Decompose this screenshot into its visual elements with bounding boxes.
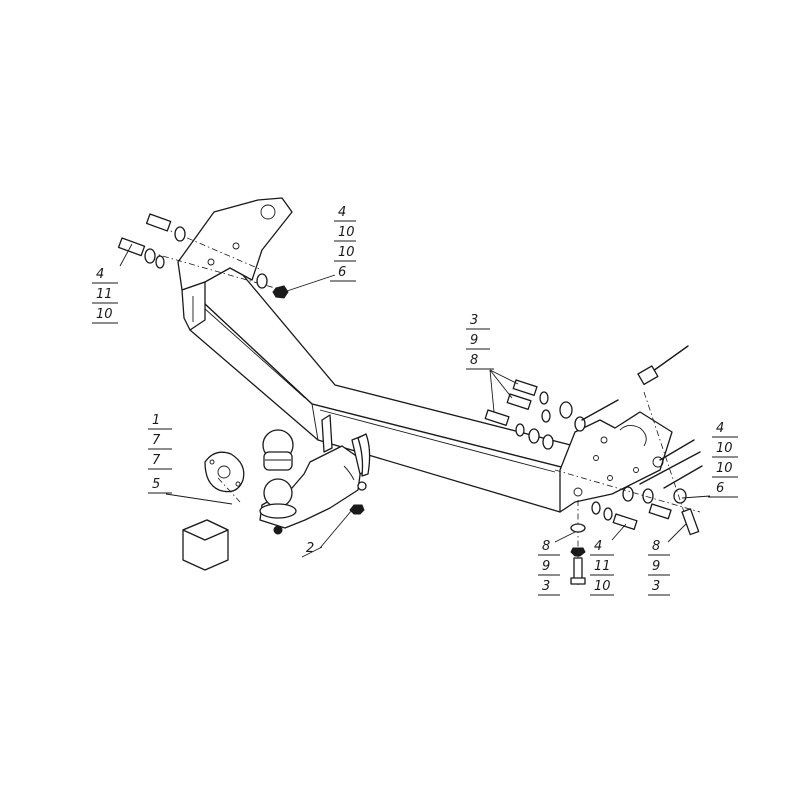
callout-bottom-left: 8 9 3 — [538, 539, 560, 596]
svg-text:7: 7 — [152, 433, 161, 448]
svg-text:5: 5 — [152, 477, 160, 492]
callout-bottom-right: 8 9 3 — [648, 539, 670, 596]
right-bracket — [559, 411, 673, 513]
svg-text:4: 4 — [716, 421, 724, 436]
svg-text:10: 10 — [716, 441, 733, 456]
left-fasteners — [117, 213, 289, 299]
svg-text:9: 9 — [470, 333, 478, 348]
ball-mount — [259, 414, 371, 535]
svg-text:8: 8 — [470, 353, 478, 368]
center-fasteners — [484, 379, 619, 450]
svg-text:8: 8 — [652, 539, 660, 554]
svg-text:10: 10 — [716, 461, 733, 476]
ball-cover — [262, 429, 294, 471]
leader-lines — [119, 243, 711, 549]
svg-text:11: 11 — [594, 559, 611, 574]
callout-bottom-mid: 4 11 10 — [590, 539, 614, 596]
svg-text:9: 9 — [542, 559, 550, 574]
callout-bolt-2: 2 — [301, 541, 323, 558]
receiver-plug — [182, 519, 229, 571]
svg-text:6: 6 — [716, 481, 724, 496]
callout-left-top: 4 10 10 6 — [330, 205, 356, 282]
svg-text:4: 4 — [96, 267, 104, 282]
bottom-fasteners — [349, 500, 638, 585]
svg-text:4: 4 — [594, 539, 602, 554]
left-bracket — [177, 197, 293, 331]
callout-left-side: 4 11 10 — [92, 267, 118, 324]
svg-text:3: 3 — [652, 579, 660, 594]
callout-ball-group: 1 7 7 5 — [148, 413, 172, 494]
socket-plate — [204, 451, 245, 493]
svg-text:1: 1 — [152, 413, 160, 428]
svg-text:10: 10 — [96, 307, 113, 322]
svg-text:4: 4 — [338, 205, 346, 220]
svg-text:11: 11 — [96, 287, 113, 302]
svg-text:3: 3 — [542, 579, 550, 594]
callout-center-mid: 3 9 8 — [466, 313, 494, 370]
svg-text:3: 3 — [470, 313, 478, 328]
right-fasteners — [622, 345, 703, 536]
svg-text:9: 9 — [652, 559, 660, 574]
svg-text:2: 2 — [306, 541, 314, 556]
svg-text:10: 10 — [338, 225, 355, 240]
svg-text:7: 7 — [152, 453, 161, 468]
svg-text:10: 10 — [338, 245, 355, 260]
svg-text:10: 10 — [594, 579, 611, 594]
svg-text:8: 8 — [542, 539, 550, 554]
svg-text:6: 6 — [338, 265, 346, 280]
callout-right-group: 4 10 10 6 — [708, 421, 738, 498]
